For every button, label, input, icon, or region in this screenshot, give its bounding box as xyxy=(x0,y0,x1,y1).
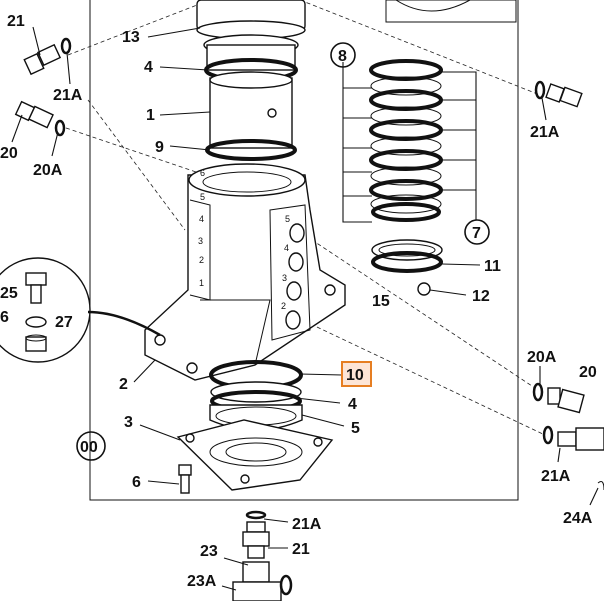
callout-brackets xyxy=(342,62,477,223)
callout-7[interactable]: 7 xyxy=(472,225,481,242)
passage-mark: 5 xyxy=(200,192,205,202)
fitting-21-top-left xyxy=(23,37,72,76)
callout-21a[interactable]: 21A xyxy=(53,87,83,104)
fitting-20-left xyxy=(14,100,66,137)
callout-9[interactable]: 9 xyxy=(155,139,164,156)
callout-10[interactable]: 10 xyxy=(346,367,364,384)
highlight-box-10[interactable] xyxy=(341,361,372,387)
callout-21a-right[interactable]: 21A xyxy=(530,124,560,141)
seal-stack xyxy=(369,59,443,222)
callout-15[interactable]: 15 xyxy=(372,293,390,310)
ball-15 xyxy=(417,282,431,296)
fitting-21-bottom xyxy=(242,510,270,559)
fitting-23 xyxy=(232,561,293,601)
bolt-6 xyxy=(178,464,192,494)
callout-8[interactable]: 8 xyxy=(338,48,347,65)
callout-1[interactable]: 1 xyxy=(146,107,155,124)
fitting-24a-partial xyxy=(597,481,604,491)
port-mark: 3 xyxy=(282,273,287,283)
assembly-dashed-lines xyxy=(65,0,546,436)
callout-21a-bottom[interactable]: 21A xyxy=(292,516,322,533)
callout-leaders xyxy=(11,26,599,591)
callout-4-lower[interactable]: 4 xyxy=(348,396,357,413)
port-mark: 4 xyxy=(284,243,289,253)
swivel-housing xyxy=(144,163,346,381)
inset-ring xyxy=(395,0,471,12)
callout-26[interactable]: 6 xyxy=(0,309,9,326)
callout-23a[interactable]: 23A xyxy=(187,573,217,590)
callout-00[interactable]: 00 xyxy=(80,439,98,456)
callout-12[interactable]: 12 xyxy=(472,288,490,305)
callout-21a-right-lower[interactable]: 21A xyxy=(541,468,571,485)
callout-24a[interactable]: 24A xyxy=(563,510,593,527)
callout-3[interactable]: 3 xyxy=(124,414,133,431)
fitting-20-right xyxy=(532,382,585,414)
passage-mark: 1 xyxy=(199,278,204,288)
passage-mark: 6 xyxy=(200,168,205,178)
callout-8-circle xyxy=(330,42,356,68)
callout-labels: 21 21A 20 20A 25 6 27 13 4 1 9 2 3 6 00 … xyxy=(0,13,597,590)
inset-leader xyxy=(87,310,161,337)
callout-21-bottom[interactable]: 21 xyxy=(292,541,310,558)
callout-20-right[interactable]: 20 xyxy=(579,364,597,381)
assembly-frame xyxy=(89,0,519,501)
callout-2[interactable]: 2 xyxy=(119,376,128,393)
callout-7-circle xyxy=(464,219,490,245)
callout-21[interactable]: 21 xyxy=(7,13,25,30)
inset-box xyxy=(385,0,517,23)
callout-20a-right[interactable]: 20A xyxy=(527,349,557,366)
callout-13[interactable]: 13 xyxy=(122,29,140,46)
callout-5[interactable]: 5 xyxy=(351,420,360,437)
fitting-21-top-right xyxy=(534,80,583,108)
callout-20a[interactable]: 20A xyxy=(33,162,63,179)
passage-mark: 3 xyxy=(198,236,203,246)
callout-20[interactable]: 20 xyxy=(0,145,18,162)
callout-4[interactable]: 4 xyxy=(144,59,153,76)
port-mark: 5 xyxy=(285,214,290,224)
callout-25[interactable]: 25 xyxy=(0,285,18,302)
callout-23[interactable]: 23 xyxy=(200,543,218,560)
inset-detail-circle xyxy=(0,257,91,363)
fitting-21-right xyxy=(542,425,604,451)
passage-mark: 2 xyxy=(199,255,204,265)
end-cover-3 xyxy=(176,419,334,491)
port-mark: 2 xyxy=(281,301,286,311)
ring-11 xyxy=(371,239,443,273)
callout-6[interactable]: 6 xyxy=(132,474,141,491)
callout-27[interactable]: 27 xyxy=(55,314,73,331)
callout-00-circle xyxy=(76,431,106,461)
passage-mark: 4 xyxy=(199,214,204,224)
callout-11[interactable]: 11 xyxy=(484,258,501,275)
housing-passage-marks: 6 5 4 3 2 1 5 4 3 2 xyxy=(198,168,290,311)
spool-assembly xyxy=(196,0,306,161)
